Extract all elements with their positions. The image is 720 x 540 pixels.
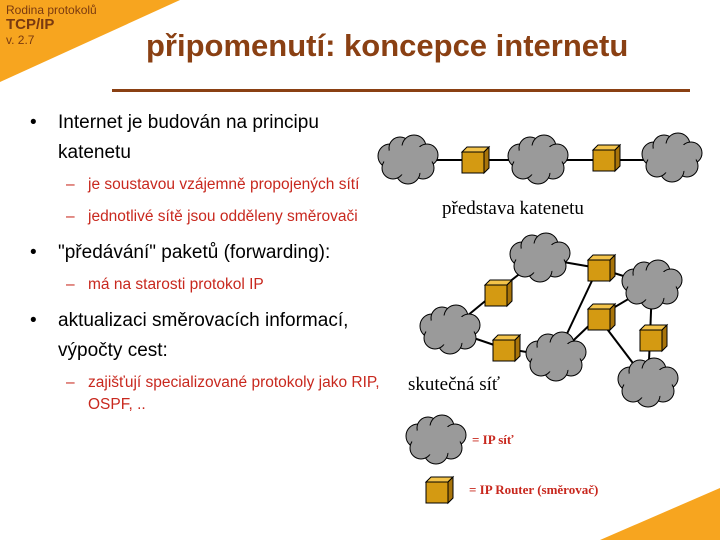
router-box xyxy=(492,334,521,362)
corner-decoration-top xyxy=(0,0,180,82)
ip-network-cloud xyxy=(507,134,569,185)
ip-network-cloud xyxy=(377,134,439,185)
series-version: v. 2.7 xyxy=(6,32,35,47)
sub-bullet-text: jednotlivé sítě jsou odděleny směrovači xyxy=(88,208,358,225)
bullet-item: •aktualizaci směrovacích informací, výpo… xyxy=(30,310,349,361)
legend-router: = IP Router (směrovač) xyxy=(469,482,598,497)
sub-bullet-text: má na starosti protokol IP xyxy=(88,276,264,293)
caption-catenet: představa katenetu xyxy=(442,198,584,219)
ip-network-cloud xyxy=(621,259,683,310)
caption-real-network: skutečná síť xyxy=(408,374,500,395)
ip-network-cloud xyxy=(525,331,587,382)
router-box xyxy=(639,324,668,352)
ip-network-cloud xyxy=(617,357,679,408)
router-box xyxy=(587,254,616,282)
sub-bullet-item: –je soustavou vzájemně propojených sítí xyxy=(66,176,360,193)
router-box xyxy=(592,144,621,172)
router-box xyxy=(461,146,490,174)
ip-network-cloud xyxy=(641,132,703,183)
ip-network-cloud xyxy=(509,232,571,283)
title-divider xyxy=(112,89,690,92)
sub-bullet-text: zajišťují specializované protokoly jako … xyxy=(88,374,380,413)
bullet-text: "předávání" paketů (forwarding): xyxy=(58,242,331,263)
page-title: připomenutí: koncepce internetu xyxy=(146,28,629,63)
bullet-item: •Internet je budován na principu katenet… xyxy=(30,112,319,163)
bullet-item: •"předávání" paketů (forwarding): xyxy=(30,242,331,263)
bullet-text: Internet je budován na principu katenetu xyxy=(58,112,319,163)
bullet-list: •Internet je budován na principu katenet… xyxy=(30,108,392,426)
corner-decoration-bottom xyxy=(600,488,720,540)
series-name: Rodina protokolů xyxy=(6,3,97,17)
sub-bullet-item: –má na starosti protokol IP xyxy=(66,276,264,293)
legend-cloud-icon xyxy=(405,414,467,465)
series-topic: TCP/IP xyxy=(6,16,55,34)
sub-bullet-item: –jednotlivé sítě jsou odděleny směrovači xyxy=(66,208,358,225)
legend-router-icon xyxy=(425,476,454,504)
sub-bullet-text: je soustavou vzájemně propojených sítí xyxy=(88,176,360,193)
router-box xyxy=(587,303,616,331)
series-label: Rodina protokolů TCP/IP v. 2.7 xyxy=(6,3,97,47)
router-box xyxy=(484,279,513,307)
bullet-text: aktualizaci směrovacích informací, výpoč… xyxy=(58,310,349,361)
sub-bullet-item: –zajišťují specializované protokoly jako… xyxy=(66,374,380,413)
legend-ip-network: = IP síť xyxy=(472,432,514,447)
